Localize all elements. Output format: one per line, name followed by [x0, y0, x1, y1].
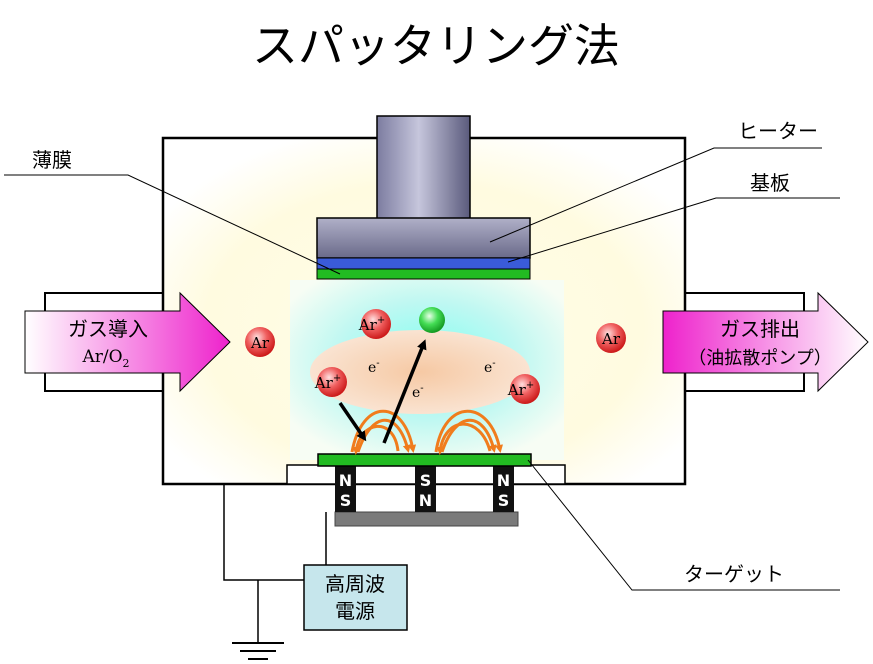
magnet-3-bottom: S [498, 491, 510, 510]
heater-leader [489, 147, 822, 243]
target-leader [527, 459, 840, 591]
gas-outlet-arrow: ガス排出 （油拡散ポンプ） [662, 291, 869, 393]
gas-outlet-label: ガス排出 [720, 317, 800, 341]
magnet-2: S N [415, 466, 436, 512]
svg-text:Ar+: Ar+ [314, 373, 341, 392]
magnet-backing-plate [334, 511, 519, 527]
power-supply-line1: 高周波 [325, 572, 385, 596]
thin-film [316, 268, 531, 280]
magnet-3: N S [493, 466, 514, 512]
ar-ion-right-label: Ar [507, 381, 527, 399]
gas-inlet-label: ガス導入 [68, 317, 148, 341]
ground-icon [232, 642, 284, 660]
substrate [316, 257, 531, 270]
ar-label-left: Ar [250, 334, 270, 352]
electron-1: e- [368, 358, 380, 376]
diagram-title: スパッタリング法 [252, 19, 620, 73]
thin-film-label: 薄膜 [32, 148, 72, 172]
magnet-2-bottom: N [419, 491, 432, 510]
sputtered-atom [419, 307, 445, 333]
target [317, 453, 532, 467]
gas-inlet-formula-sub: 2 [123, 357, 130, 370]
gas-inlet-formula: Ar/O [81, 347, 122, 367]
svg-text:Ar+: Ar+ [358, 315, 385, 334]
ion-impact-arrow [338, 402, 367, 442]
heater-label: ヒーター [738, 119, 818, 143]
rf-power-supply: 高周波 電源 [303, 564, 408, 631]
electron-cloud [310, 330, 530, 414]
ar-ion-left: Ar+ [314, 367, 347, 397]
magnet-1-bottom: S [340, 491, 352, 510]
power-supply-line2: 電源 [335, 599, 375, 623]
gas-outlet-pump-label: （油拡散ポンプ） [688, 348, 831, 369]
ar-ion-top-label: Ar [358, 316, 378, 334]
svg-text:Ar/O2: Ar/O2 [81, 347, 129, 370]
electron-2: e- [412, 383, 424, 401]
heater-block [316, 217, 531, 259]
magnet-1-top: N [339, 471, 352, 490]
gas-inlet-arrow: ガス導入 Ar/O2 [24, 291, 231, 393]
heater-column [376, 115, 471, 220]
ar-ion-right: Ar+ [507, 374, 540, 404]
ar-ion-right-sup: + [526, 380, 534, 391]
leader-lines [4, 147, 840, 591]
ar-label-right: Ar [601, 330, 621, 348]
magnet-2-top: S [420, 471, 432, 490]
power-wiring [223, 484, 327, 642]
ar-ion-top: Ar+ [358, 309, 391, 339]
sputter-arrow [382, 339, 427, 444]
target-label: ターゲット [684, 562, 784, 586]
svg-text:Ar+: Ar+ [507, 380, 534, 399]
ar-ion-left-label: Ar [314, 374, 334, 392]
magnet-1: N S [335, 466, 356, 512]
ar-atom-right: Ar [596, 323, 626, 353]
electron-3: e- [484, 358, 496, 376]
substrate-label: 基板 [750, 171, 790, 195]
substrate-leader [507, 197, 840, 263]
ar-ion-left-sup: + [333, 373, 341, 384]
ar-atom-left: Ar [245, 327, 275, 357]
ar-ion-top-sup: + [377, 315, 385, 326]
thin-film-leader [4, 174, 341, 275]
magnet-3-top: N [497, 471, 510, 490]
